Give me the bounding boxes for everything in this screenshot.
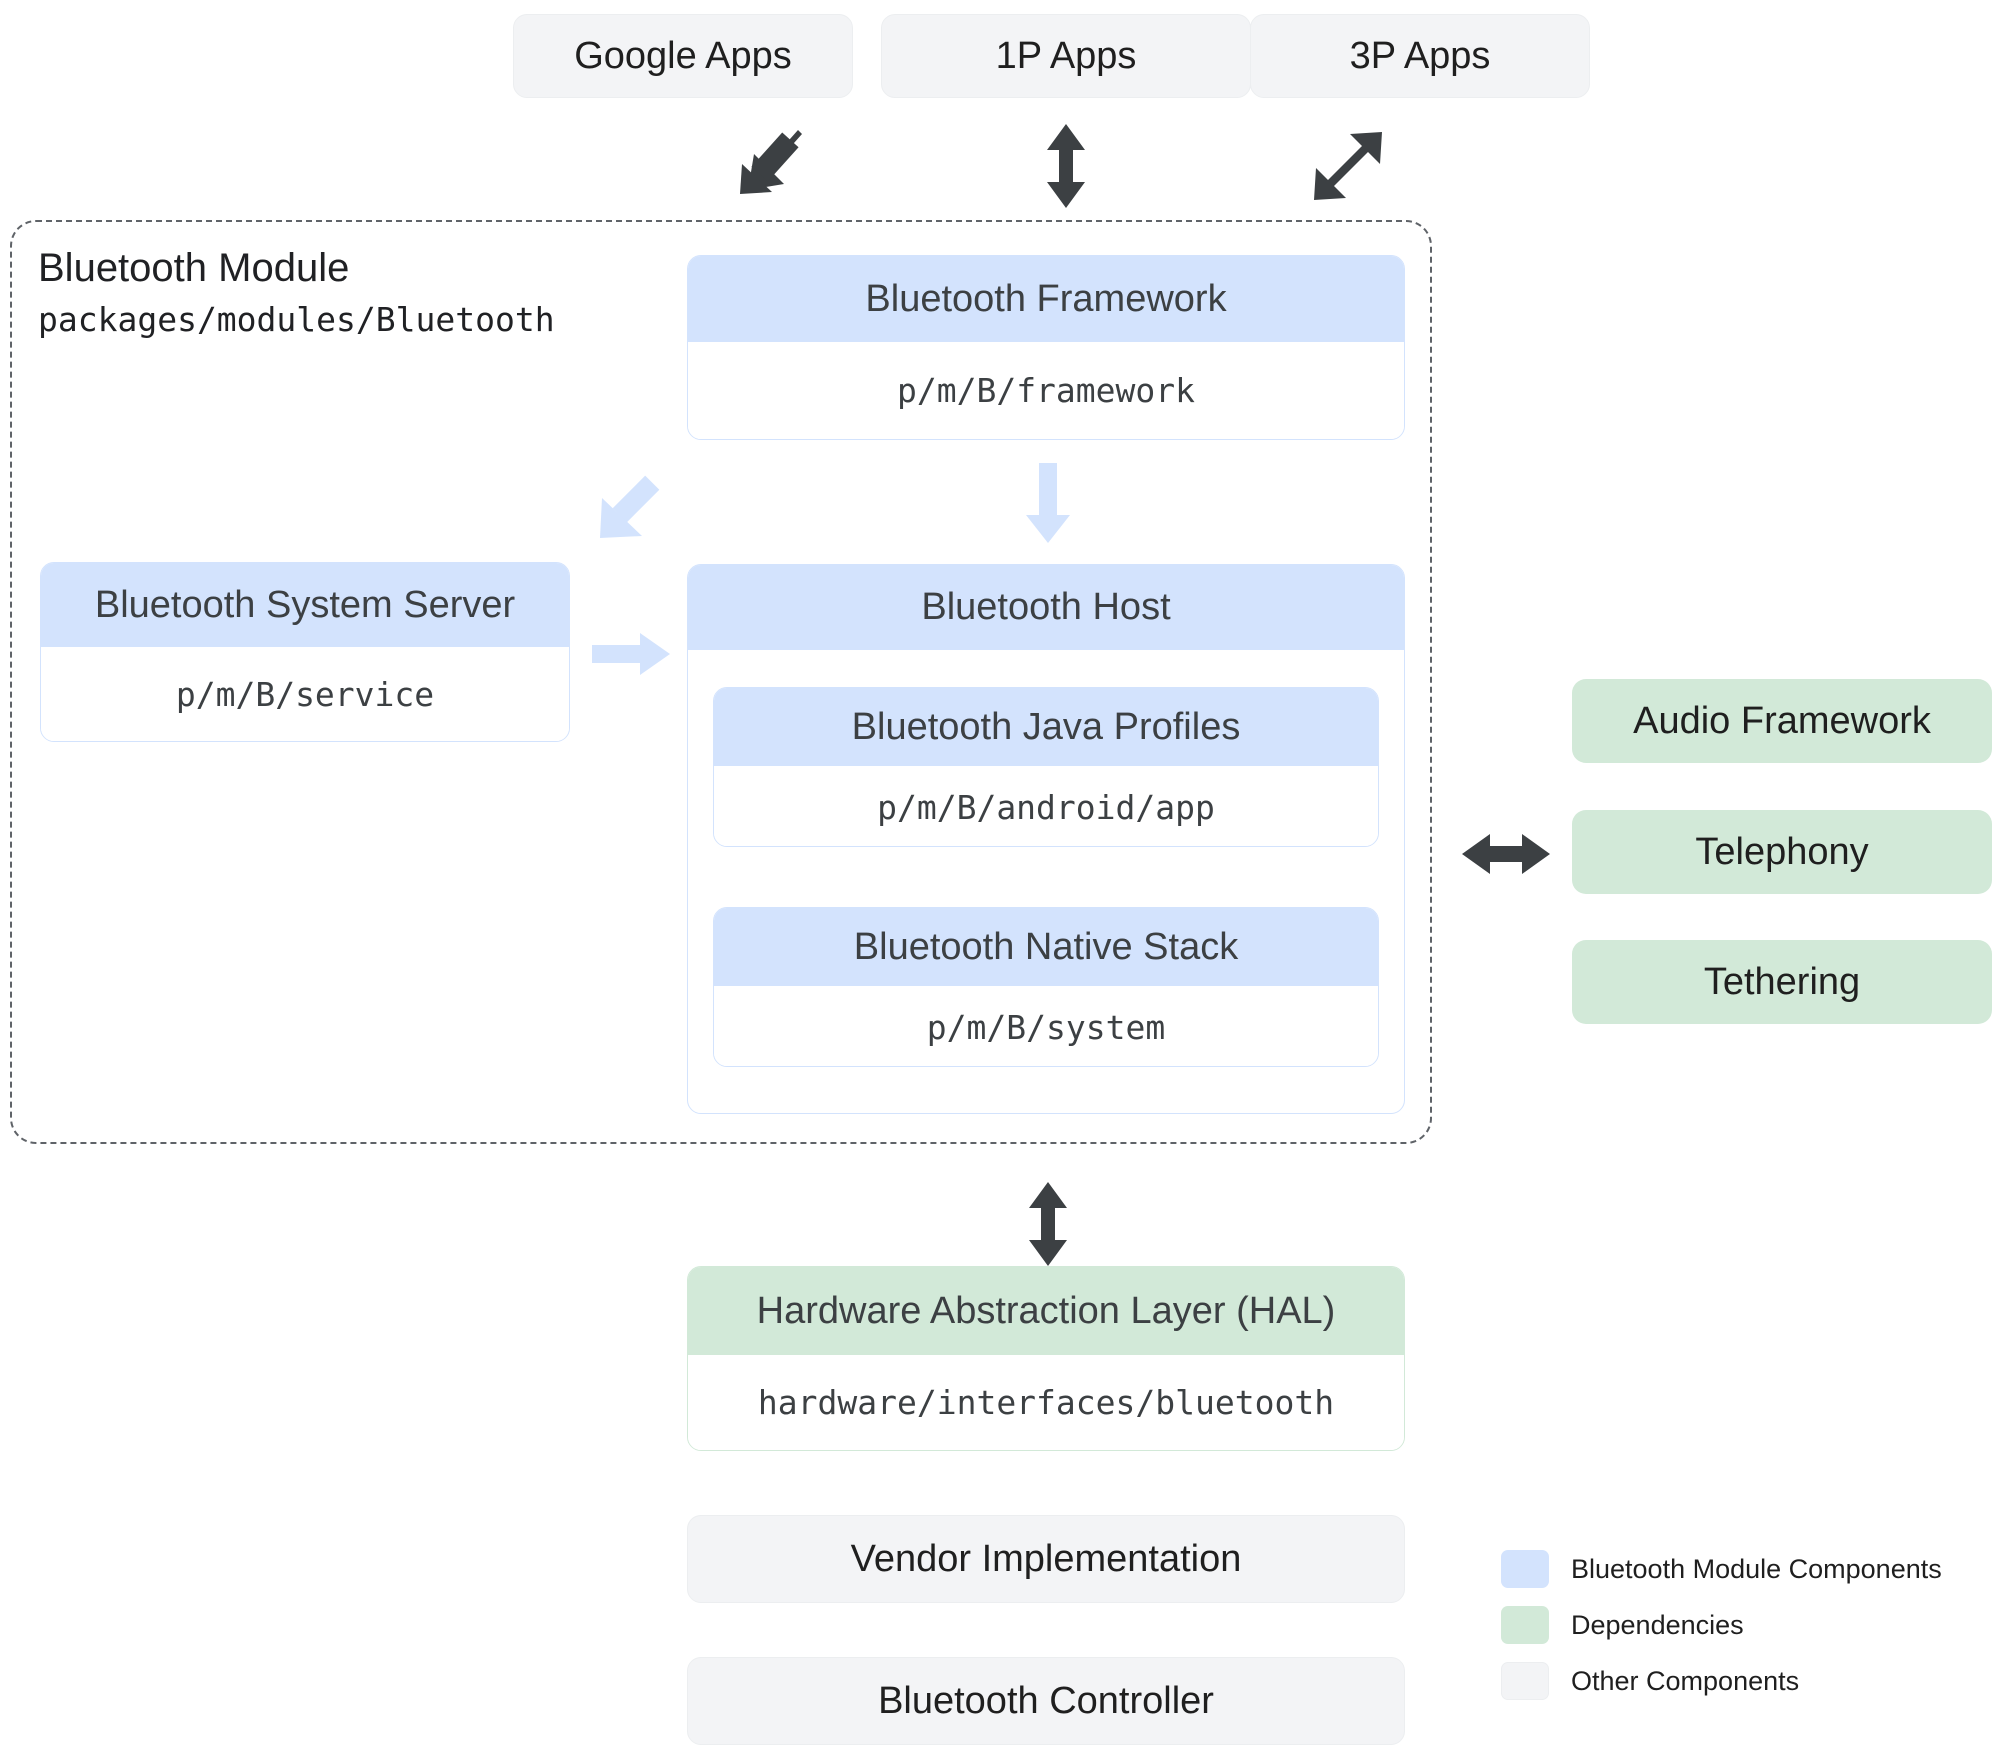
legend-item-dependencies: Dependencies	[1501, 1606, 1942, 1644]
framework-to-system-server-arrow-icon	[600, 475, 660, 538]
bluetooth-native-stack-header: Bluetooth Native Stack	[714, 908, 1378, 986]
bluetooth-java-profiles-path: p/m/B/android/app	[714, 766, 1378, 846]
dependency-label: Telephony	[1695, 830, 1869, 873]
legend-swatch-green	[1501, 1606, 1549, 1644]
bluetooth-module-boundary	[10, 220, 1432, 1144]
bluetooth-framework-path: p/m/B/framework	[688, 342, 1404, 439]
system-server-to-host-arrow-icon	[592, 633, 670, 675]
legend: Bluetooth Module Components Dependencies…	[1501, 1550, 1942, 1718]
vertical-double-arrow-icon	[1047, 124, 1085, 208]
app-box-3p-apps[interactable]: 3P Apps	[1250, 14, 1590, 98]
app-box-label: 3P Apps	[1349, 34, 1491, 77]
app-box-1p-apps[interactable]: 1P Apps	[881, 14, 1251, 98]
dependency-label: Audio Framework	[1633, 699, 1931, 742]
dependency-label: Tethering	[1703, 960, 1861, 1003]
framework-to-host-down-arrow-icon	[1026, 463, 1070, 543]
dependency-box-telephony[interactable]: Telephony	[1572, 810, 1992, 894]
bluetooth-native-stack-box[interactable]: Bluetooth Native Stack p/m/B/system	[713, 907, 1379, 1067]
vendor-implementation-box[interactable]: Vendor Implementation	[687, 1515, 1405, 1603]
dependency-box-audio-framework[interactable]: Audio Framework	[1572, 679, 1992, 763]
legend-item-module-components: Bluetooth Module Components	[1501, 1550, 1942, 1588]
module-to-dependencies-double-arrow-icon	[1462, 834, 1550, 874]
bluetooth-controller-box[interactable]: Bluetooth Controller	[687, 1657, 1405, 1745]
module-to-hal-double-arrow-icon	[1029, 1182, 1067, 1266]
bluetooth-native-stack-path: p/m/B/system	[714, 986, 1378, 1066]
module-title: Bluetooth Module	[38, 246, 350, 290]
legend-item-other-components: Other Components	[1501, 1662, 1942, 1700]
bluetooth-system-server-path: p/m/B/service	[41, 647, 569, 741]
legend-swatch-grey	[1501, 1662, 1549, 1700]
hal-box[interactable]: Hardware Abstraction Layer (HAL) hardwar…	[687, 1266, 1405, 1451]
diagonal-double-arrow-icon	[1314, 132, 1382, 200]
bottom-box-label: Vendor Implementation	[850, 1537, 1242, 1580]
app-box-label: 1P Apps	[995, 34, 1137, 77]
bluetooth-java-profiles-header: Bluetooth Java Profiles	[714, 688, 1378, 766]
hal-header: Hardware Abstraction Layer (HAL)	[688, 1267, 1404, 1355]
module-path: packages/modules/Bluetooth	[38, 300, 555, 339]
bluetooth-framework-header: Bluetooth Framework	[688, 256, 1404, 342]
bluetooth-java-profiles-box[interactable]: Bluetooth Java Profiles p/m/B/android/ap…	[713, 687, 1379, 847]
diagonal-down-left-arrow-icon	[740, 130, 802, 194]
bluetooth-host-header: Bluetooth Host	[688, 565, 1404, 650]
bottom-box-label: Bluetooth Controller	[878, 1679, 1214, 1722]
app-box-label: Google Apps	[574, 34, 792, 77]
bluetooth-framework-box[interactable]: Bluetooth Framework p/m/B/framework	[687, 255, 1405, 440]
legend-label: Bluetooth Module Components	[1571, 1553, 1942, 1584]
app-box-google-apps[interactable]: Google Apps	[513, 14, 853, 98]
bluetooth-system-server-box[interactable]: Bluetooth System Server p/m/B/service	[40, 562, 570, 742]
legend-label: Other Components	[1571, 1665, 1800, 1696]
legend-swatch-blue	[1501, 1550, 1549, 1588]
hal-path: hardware/interfaces/bluetooth	[688, 1355, 1404, 1450]
legend-label: Dependencies	[1571, 1609, 1744, 1640]
bluetooth-system-server-header: Bluetooth System Server	[41, 563, 569, 647]
dependency-box-tethering[interactable]: Tethering	[1572, 940, 1992, 1024]
